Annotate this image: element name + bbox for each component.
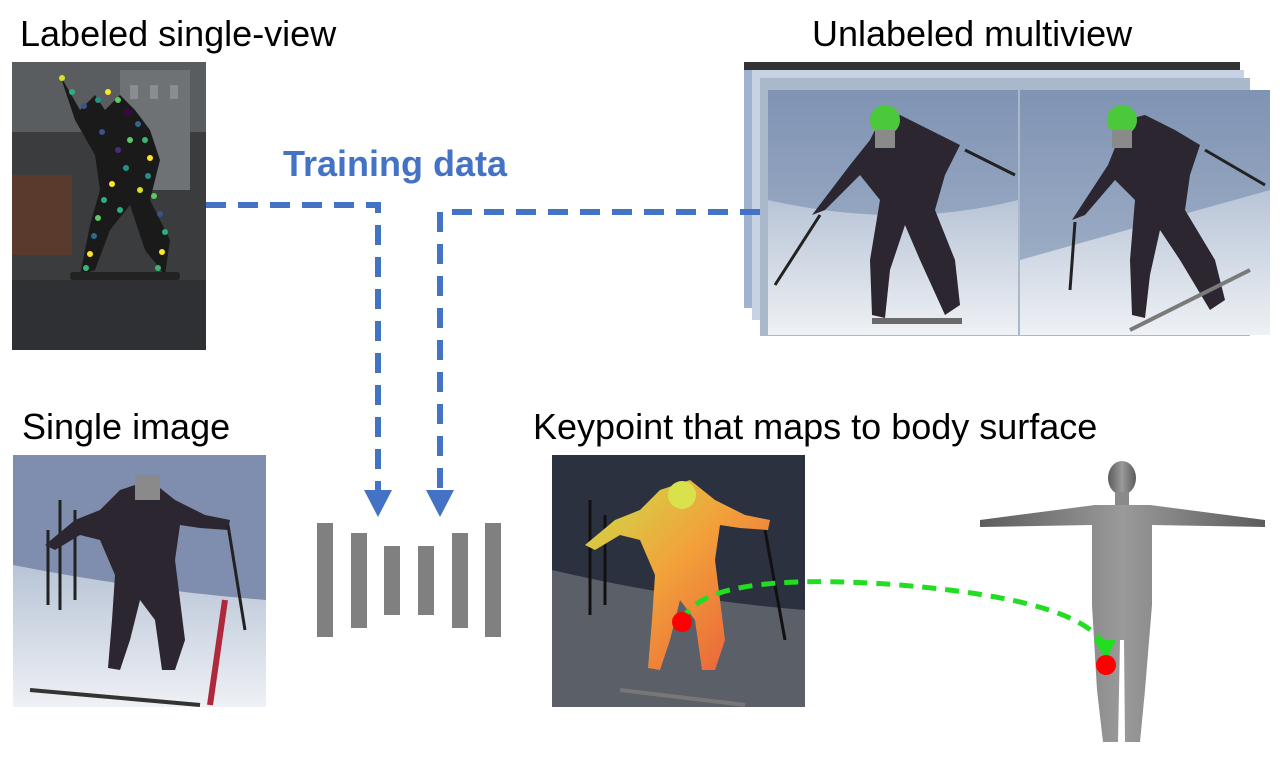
label-labeled-single-view: Labeled single-view [20,13,337,54]
unlabeled-multiview-images [744,62,1270,336]
network-layer [351,533,367,628]
network-layer [317,523,333,637]
label-training-data: Training data [283,143,508,184]
keypoint-dots [59,75,168,271]
label-unlabeled-multiview: Unlabeled multiview [812,13,1133,54]
training-arrow-right [437,209,760,490]
mapping-arrow [679,579,1107,647]
network-layer [485,523,501,637]
mapping-arrowhead [1094,640,1116,660]
keypoint-marker-image [672,612,692,632]
single-image [13,455,266,707]
label-single-image: Single image [22,406,231,447]
labeled-single-view-image [12,62,206,350]
training-arrow-left [206,202,381,490]
multiview-frame-2 [1020,90,1270,335]
human-body-mesh-icon [980,461,1265,742]
training-arrowhead-left [364,490,392,517]
neural-network-icon [317,523,501,637]
keypoint-heatmap-image [552,455,805,707]
network-layer [384,546,400,615]
label-keypoint-surface: Keypoint that maps to body surface [533,406,1098,447]
multiview-frame-1 [768,90,1018,335]
network-layer [418,546,434,615]
network-layer [452,533,468,628]
training-arrowhead-right [426,490,454,517]
keypoint-marker-body [1096,655,1116,675]
training-arrows [206,202,760,490]
